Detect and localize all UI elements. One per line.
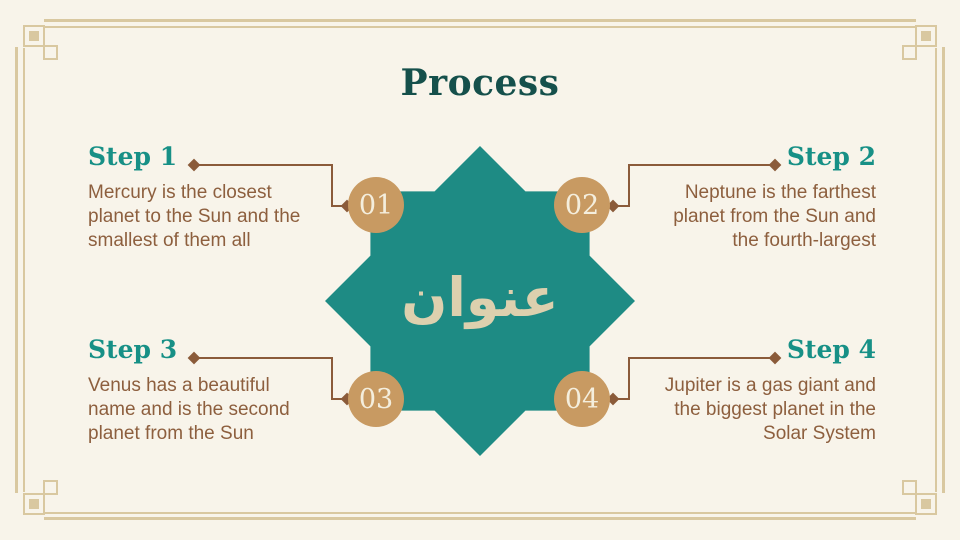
connector-line [628,357,630,400]
connector-line [614,205,629,207]
frame-line-bottom-outer [44,517,916,520]
ornament-small-square-icon [902,480,917,495]
step-4-description: Jupiter is a gas giant and the biggest p… [596,374,876,446]
connector-line [199,164,333,166]
frame-line-top-outer [44,19,916,22]
frame-line-right-outer [942,47,945,493]
connector-line [628,164,630,207]
connector-line [614,398,629,400]
corner-ornament-bottom-left [0,470,70,540]
frame-line-left-outer [15,47,18,493]
step-3-description: Venus has a beautiful name and is the se… [88,374,368,446]
step-2-description-line: the fourth-largest [732,230,876,251]
step-1-description: Mercury is the closest planet to the Sun… [88,181,368,253]
center-star-title: عنوان [401,265,559,329]
step-4-number: 04 [564,383,600,415]
step-4-description-line: Solar System [763,423,876,444]
step-4-title: Step 4 [786,335,876,364]
corner-ornament-bottom-right [890,470,960,540]
ornament-small-square-icon [43,480,58,495]
step-1-description-line: planet to the Sun and the [88,206,301,227]
step-1-number: 01 [358,189,394,221]
step-3-description-line: Venus has a beautiful [88,375,270,396]
connector-line [331,164,333,207]
frame-line-top-inner [45,26,915,28]
connector-line [199,357,333,359]
ornament-filled-square-icon [29,31,39,41]
step-3-description-line: planet from the Sun [88,423,254,444]
step-3-badge: 03 [348,371,404,427]
connector-line [629,164,771,166]
step-1-badge: 01 [348,177,404,233]
step-1-block: Step 1 Mercury is the closest planet to … [88,142,368,253]
ornament-square-icon [23,25,45,47]
ornament-filled-square-icon [921,499,931,509]
step-4-badge: 04 [554,371,610,427]
frame-line-left-inner [23,48,25,492]
connector-line [331,398,346,400]
ornament-small-square-icon [902,45,917,60]
step-4-description-line: Jupiter is a gas giant and [664,375,876,396]
step-2-number: 02 [564,189,600,221]
corner-ornament-top-left [0,0,70,70]
step-3-block: Step 3 Venus has a beautiful name and is… [88,335,368,446]
corner-ornament-top-right [890,0,960,70]
step-1-description-line: smallest of them all [88,230,251,251]
ornament-filled-square-icon [29,499,39,509]
step-1-title: Step 1 [88,142,178,171]
step-2-block: Step 2 Neptune is the farthest planet fr… [596,142,876,253]
step-1-description-line: Mercury is the closest [88,182,272,203]
step-3-number: 03 [358,383,394,415]
connector-line [331,205,346,207]
step-2-title: Step 2 [786,142,876,171]
connector-line [331,357,333,400]
frame-line-bottom-inner [45,512,915,514]
ornament-filled-square-icon [921,31,931,41]
step-2-badge: 02 [554,177,610,233]
step-3-description-line: name and is the second [88,399,290,420]
frame-line-right-inner [935,48,937,492]
step-4-block: Step 4 Jupiter is a gas giant and the bi… [596,335,876,446]
ornament-small-square-icon [43,45,58,60]
step-4-description-line: the biggest planet in the [674,399,876,420]
step-3-title: Step 3 [88,335,178,364]
step-2-description: Neptune is the farthest planet from the … [596,181,876,253]
connector-line [629,357,771,359]
page-title: Process [400,62,560,104]
step-2-description-line: planet from the Sun and [673,206,876,227]
step-2-description-line: Neptune is the farthest [684,182,876,203]
